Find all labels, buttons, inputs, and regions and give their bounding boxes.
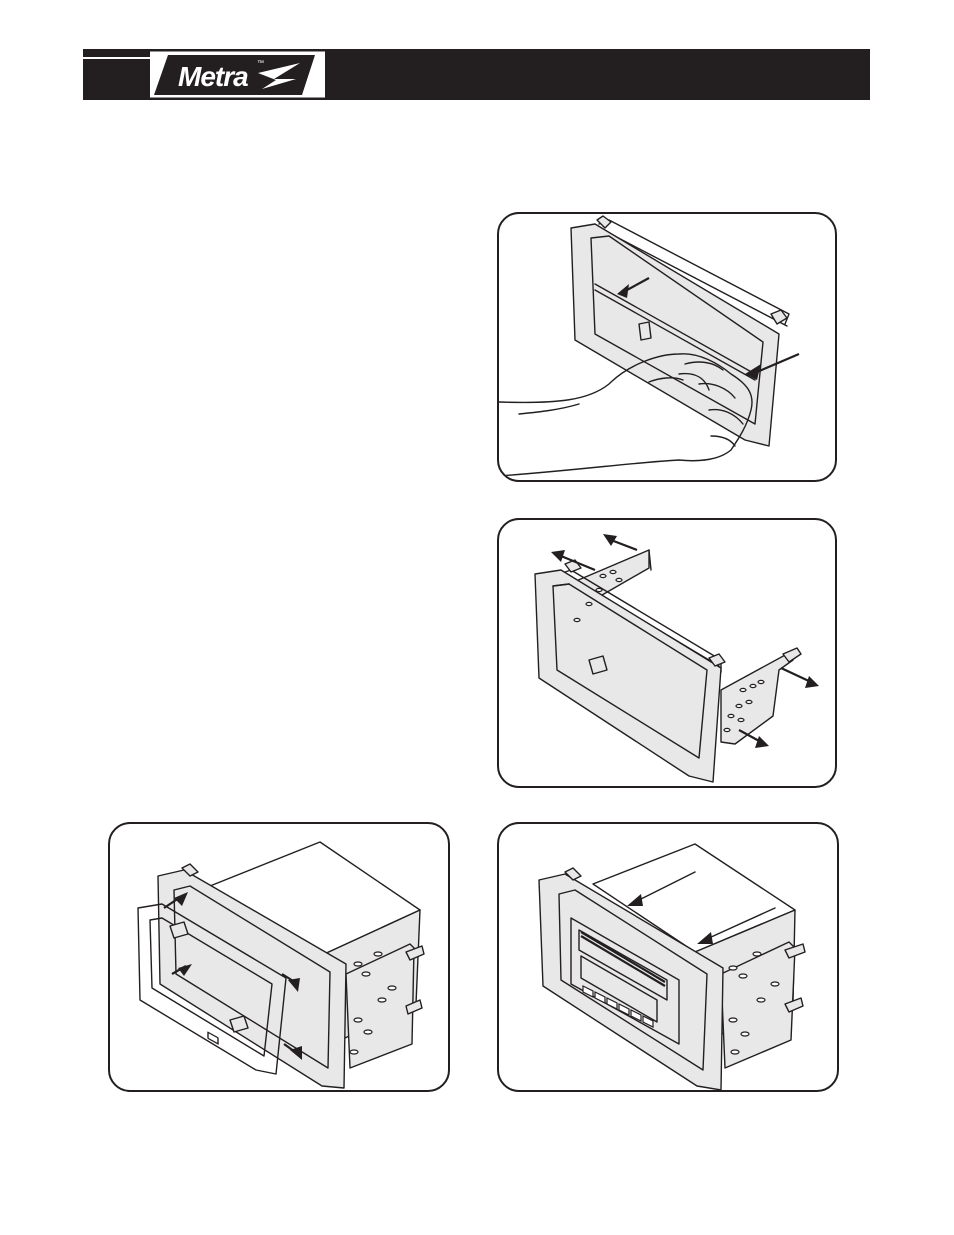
brand-logo: Metra ™ [150, 49, 325, 100]
radio-slide-in-illustration-icon [499, 824, 839, 1092]
page-number-box [83, 49, 150, 100]
figure-a-panel [497, 212, 837, 482]
hand-release-clips-illustration-icon [499, 214, 837, 482]
trim-ring-removal-illustration-icon [110, 824, 450, 1092]
title-bar [325, 49, 870, 100]
metra-logo-icon: Metra ™ [150, 49, 325, 100]
figure-d-panel [497, 822, 839, 1092]
figure-c-panel [108, 822, 450, 1092]
brackets-removal-illustration-icon [499, 520, 837, 788]
page-number-rule [83, 57, 150, 59]
trademark-mark: ™ [257, 60, 264, 67]
brand-name: Metra [178, 61, 248, 92]
figure-b-panel [497, 518, 837, 788]
